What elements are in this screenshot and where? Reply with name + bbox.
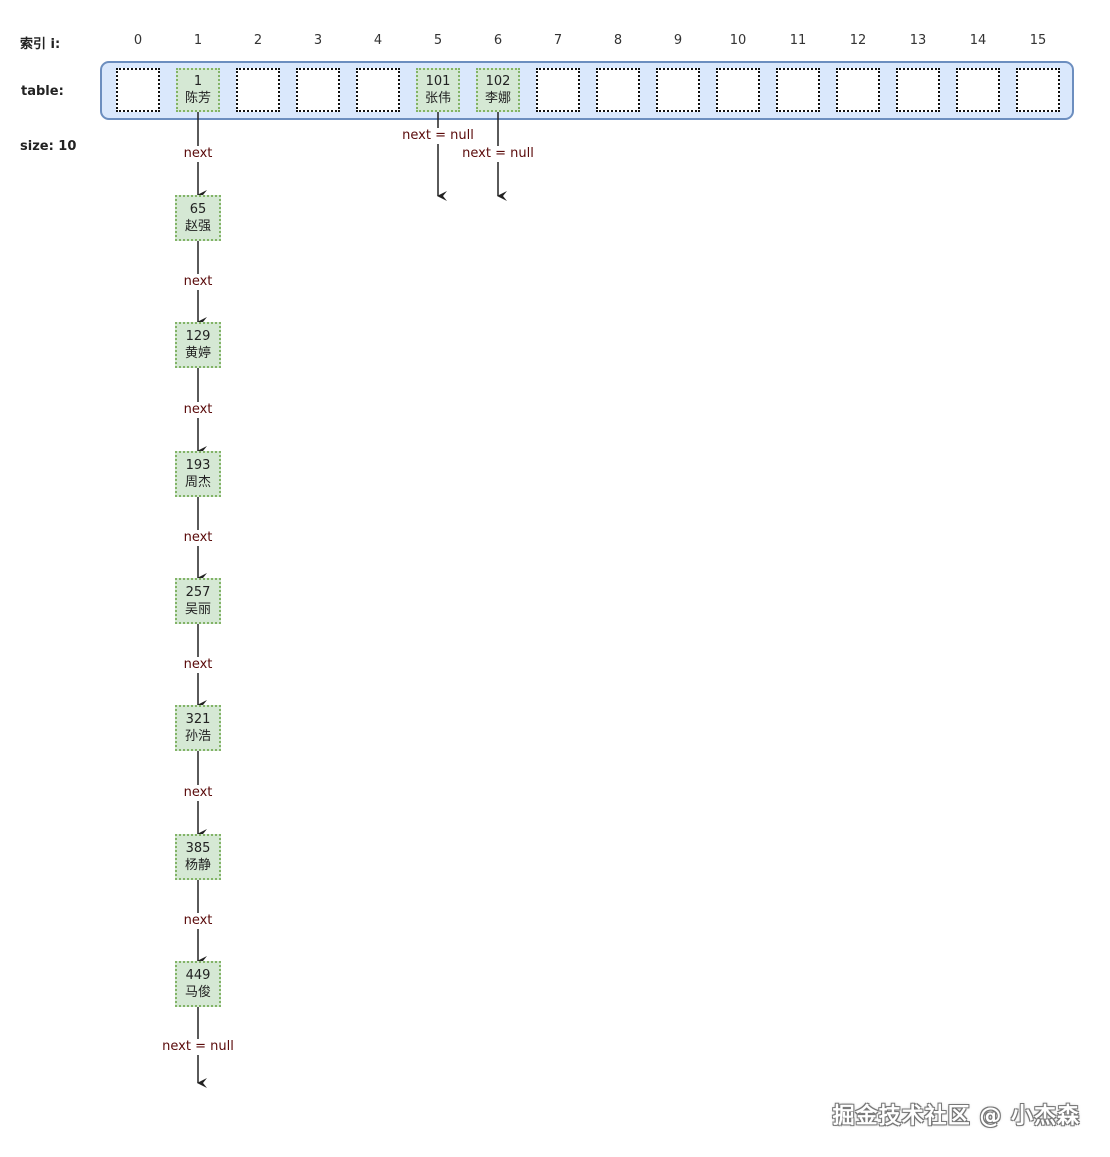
chain-node: 449 马俊: [175, 961, 221, 1007]
index-number: 3: [313, 33, 323, 48]
entry-key: 321: [185, 712, 211, 727]
index-number: 4: [373, 33, 383, 48]
table-slot-filled: 101 张伟: [416, 68, 460, 112]
table-slot-empty: [896, 68, 940, 112]
next-pointer-label: next: [182, 273, 214, 290]
watermark: 掘金技术社区 @ 小杰森: [832, 1104, 1080, 1129]
entry-key: 101: [425, 74, 451, 89]
chain-node: 385 杨静: [175, 834, 221, 880]
entry-key: 449: [185, 968, 211, 983]
index-number: 15: [1029, 33, 1047, 48]
index-number: 1: [193, 33, 203, 48]
entry-key: 129: [185, 329, 211, 344]
index-number: 5: [433, 33, 443, 48]
table-label: table:: [21, 84, 64, 99]
next-pointer-label: next: [182, 784, 214, 801]
entry-key: 65: [189, 202, 207, 217]
index-number: 0: [133, 33, 143, 48]
index-number: 9: [673, 33, 683, 48]
table-slot-empty: [536, 68, 580, 112]
chain-node: 65 赵强: [175, 195, 221, 241]
entry-key: 102: [485, 74, 511, 89]
next-pointer-label: next: [182, 145, 214, 162]
next-pointer-label: next = null: [401, 128, 475, 144]
entry-key: 193: [185, 458, 211, 473]
chain-node: 129 黄婷: [175, 322, 221, 368]
table-slot-empty: [1016, 68, 1060, 112]
entry-name: 赵强: [184, 219, 211, 234]
entry-name: 张伟: [424, 91, 451, 106]
table-slot-empty: [596, 68, 640, 112]
index-number: 14: [969, 33, 987, 48]
table-slot-empty: [956, 68, 1000, 112]
chain-node: 193 周杰: [175, 451, 221, 497]
index-number: 7: [553, 33, 563, 48]
entry-name: 马俊: [184, 985, 211, 1000]
table-slot-empty: [776, 68, 820, 112]
index-number: 8: [613, 33, 623, 48]
table-slot-empty: [716, 68, 760, 112]
entry-key: 1: [193, 74, 203, 89]
next-pointer-label: next: [182, 401, 214, 418]
entry-name: 黄婷: [184, 346, 211, 361]
entry-name: 陈芳: [184, 91, 211, 106]
entry-key: 257: [185, 585, 211, 600]
next-pointer-label: next: [182, 529, 214, 546]
chain-node: 321 孙浩: [175, 705, 221, 751]
chain-node: 257 吴丽: [175, 578, 221, 624]
table-slot-empty: [656, 68, 700, 112]
entry-name: 杨静: [184, 858, 211, 873]
table-slot-empty: [236, 68, 280, 112]
index-number: 6: [493, 33, 503, 48]
entry-name: 周杰: [184, 475, 211, 490]
size-label: size: 10: [20, 139, 77, 154]
table-slot-empty: [296, 68, 340, 112]
table-slot-filled: 102 李娜: [476, 68, 520, 112]
next-pointer-label: next: [182, 656, 214, 673]
index-number: 10: [729, 33, 747, 48]
next-pointer-label: next = null: [461, 146, 535, 162]
index-number: 12: [849, 33, 867, 48]
entry-name: 吴丽: [184, 602, 211, 617]
index-number: 2: [253, 33, 263, 48]
index-number: 11: [789, 33, 807, 48]
next-pointer-label: next: [182, 912, 214, 929]
index-row-label: 索引 i:: [20, 37, 61, 52]
entry-name: 李娜: [484, 91, 511, 106]
table-slot-empty: [836, 68, 880, 112]
entry-name: 孙浩: [184, 729, 211, 744]
table-slot-empty: [356, 68, 400, 112]
table-slot-filled: 1 陈芳: [176, 68, 220, 112]
table-slot-empty: [116, 68, 160, 112]
index-number: 13: [909, 33, 927, 48]
entry-key: 385: [185, 841, 211, 856]
next-pointer-label: next = null: [161, 1039, 235, 1055]
